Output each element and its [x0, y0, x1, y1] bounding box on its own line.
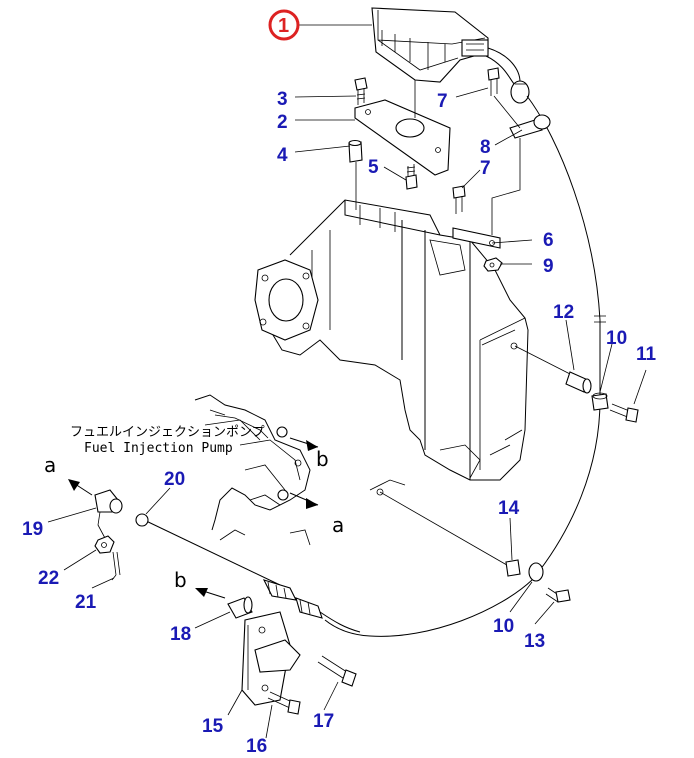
bolt-7-lower: [452, 185, 466, 214]
bolt-7-upper: [487, 67, 500, 96]
sleeve-12: [514, 345, 592, 394]
bolt-11: [609, 403, 639, 423]
callout-5[interactable]: 5: [368, 157, 379, 178]
callout-2[interactable]: 2: [277, 112, 288, 133]
lower-cable: [324, 491, 571, 637]
ref-letter-b-right: b: [316, 447, 329, 471]
callout-15[interactable]: 15: [202, 716, 224, 737]
reference-arrows: [68, 437, 319, 599]
ref-letter-a-left: a: [44, 453, 56, 477]
callout-21[interactable]: 21: [75, 592, 97, 613]
highlight-ring: [268, 9, 300, 41]
pump-label-jp: フュエルインジェクションポンプ: [70, 425, 265, 440]
bolt-17: [317, 655, 357, 687]
fuel-injection-pump: [194, 394, 311, 546]
reference-letters: a a b b: [44, 447, 344, 592]
plate-6: [452, 227, 501, 249]
spacer-4: [348, 139, 363, 210]
callout-20[interactable]: 20: [164, 469, 185, 490]
bracket-15: [241, 611, 301, 706]
control-cable-left: [135, 513, 361, 633]
callout-16[interactable]: 16: [246, 736, 267, 757]
callout-10-upper[interactable]: 10: [606, 328, 627, 349]
callout-8[interactable]: 8: [480, 137, 491, 158]
callout-1: 1: [278, 15, 289, 37]
callout-12[interactable]: 12: [553, 302, 574, 323]
bolt-3: [354, 77, 368, 105]
callout-17[interactable]: 17: [313, 711, 334, 732]
callout-9[interactable]: 9: [543, 256, 554, 277]
mounting-bracket: [354, 80, 451, 176]
sleeve-18: [227, 596, 253, 619]
callout-10-lower[interactable]: 10: [493, 616, 514, 637]
controller-box: [371, 7, 606, 571]
pin-21: [111, 551, 121, 581]
nut-22: [94, 535, 115, 554]
leader-lines: [47, 24, 647, 739]
callout-18[interactable]: 18: [170, 624, 191, 645]
callout-numbers: 2 3 4 5 6 7 7 8 9 10 10 11 12 13 14 15 1…: [22, 89, 657, 757]
nut-9: [483, 257, 503, 272]
clip-8: [491, 95, 551, 235]
bolt-16: [267, 691, 301, 715]
callout-7-lower[interactable]: 7: [480, 158, 491, 179]
callout-4[interactable]: 4: [277, 145, 288, 166]
callout-13[interactable]: 13: [524, 631, 545, 652]
engine-housing: [254, 199, 529, 496]
ref-letter-b-left: b: [174, 568, 187, 592]
fitting-19: [94, 489, 123, 541]
callout-3[interactable]: 3: [277, 89, 288, 110]
callout-6[interactable]: 6: [543, 230, 554, 251]
callout-14[interactable]: 14: [498, 498, 520, 519]
callout-22[interactable]: 22: [38, 568, 59, 589]
callout-11[interactable]: 11: [636, 344, 657, 365]
callout-7-upper[interactable]: 7: [437, 91, 448, 112]
clamp-10-upper: [591, 392, 609, 411]
bolt-5: [405, 164, 418, 190]
callout-1-highlight[interactable]: 1: [268, 9, 300, 41]
pump-label-en: Fuel Injection Pump: [84, 441, 233, 456]
callout-19[interactable]: 19: [22, 519, 43, 540]
ref-letter-a-right: a: [332, 513, 344, 537]
